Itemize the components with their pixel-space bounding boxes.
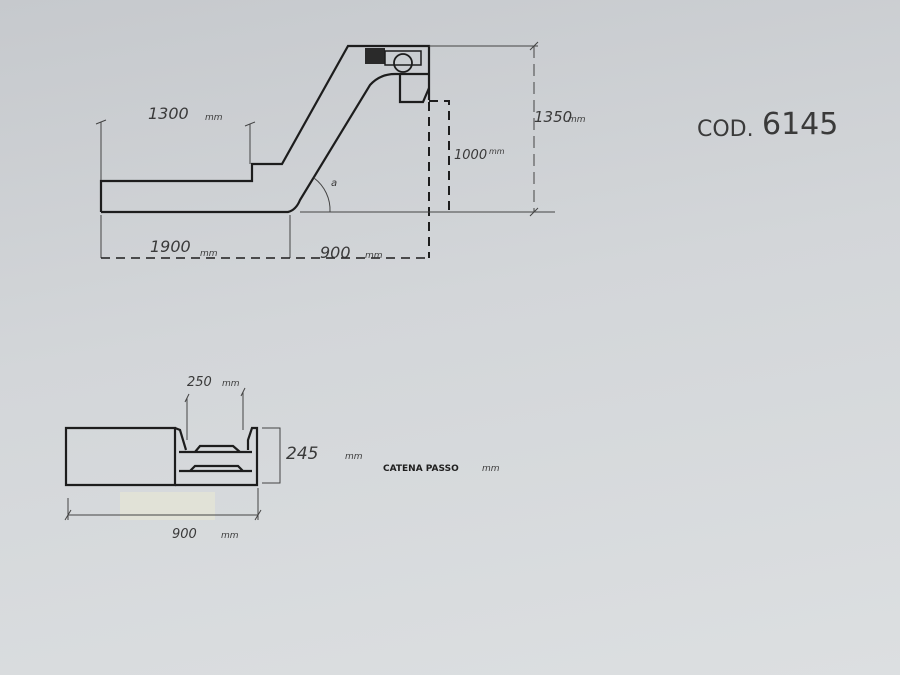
section-channel (174, 426, 259, 487)
chain-pitch-unit: mm (482, 464, 500, 474)
dim-900-unit: mm (365, 251, 383, 261)
dim-250-lines (184, 387, 246, 440)
discharge-hood (398, 74, 431, 104)
dim-900-section-value: 900 (172, 527, 197, 542)
dim-900-value: 900 (320, 243, 351, 262)
conveyor-section-view: 250 mm 245 mm 900 mm CATENA PASSO mm (64, 375, 500, 542)
conveyor-inner-outline (101, 72, 429, 214)
dim-900-section-lines (64, 488, 262, 521)
dim-1000-unit: mm (489, 147, 505, 156)
gearbox-icon (384, 50, 422, 66)
dim-900-section-unit: mm (221, 531, 239, 541)
dim-1300-value: 1300 (148, 104, 189, 123)
section-body (64, 426, 177, 487)
code-number: 6145 (762, 107, 838, 142)
dim-250-value: 250 (187, 375, 212, 390)
dim-245-unit: mm (345, 452, 363, 462)
conveyor-outer-outline (99, 44, 431, 212)
dim-bottom-ticks (100, 215, 291, 258)
chain-pitch-label: CATENA PASSO (383, 464, 459, 474)
dim-245-lines (262, 427, 281, 484)
dim-250-unit: mm (222, 379, 240, 389)
dim-1900-unit: mm (200, 249, 218, 259)
dim-1300-lines (95, 119, 256, 180)
section-belts (179, 444, 252, 473)
conveyor-side-view: a 1300 mm 1900 mm 900 mm 1350 mm 1000 mm (95, 41, 586, 262)
dim-1350-ticks (529, 41, 539, 217)
drive-wheel-icon (393, 53, 413, 73)
dim-245-value: 245 (286, 444, 318, 464)
dim-1350-extension (300, 45, 555, 213)
code-prefix: COD. (697, 117, 754, 142)
discharge-bin-dashed (428, 100, 450, 258)
dim-1000-value: 1000 (454, 148, 487, 163)
tape-patch (120, 492, 215, 520)
motor-icon (365, 48, 385, 64)
dim-1900-value: 1900 (150, 237, 191, 256)
angle-label: a (331, 178, 337, 189)
angle-arc (313, 177, 331, 213)
dim-1300-unit: mm (205, 113, 223, 123)
product-code: COD. 6145 (697, 107, 838, 142)
dim-1350-unit: mm (568, 115, 586, 125)
dim-1350-value: 1350 (534, 108, 572, 126)
